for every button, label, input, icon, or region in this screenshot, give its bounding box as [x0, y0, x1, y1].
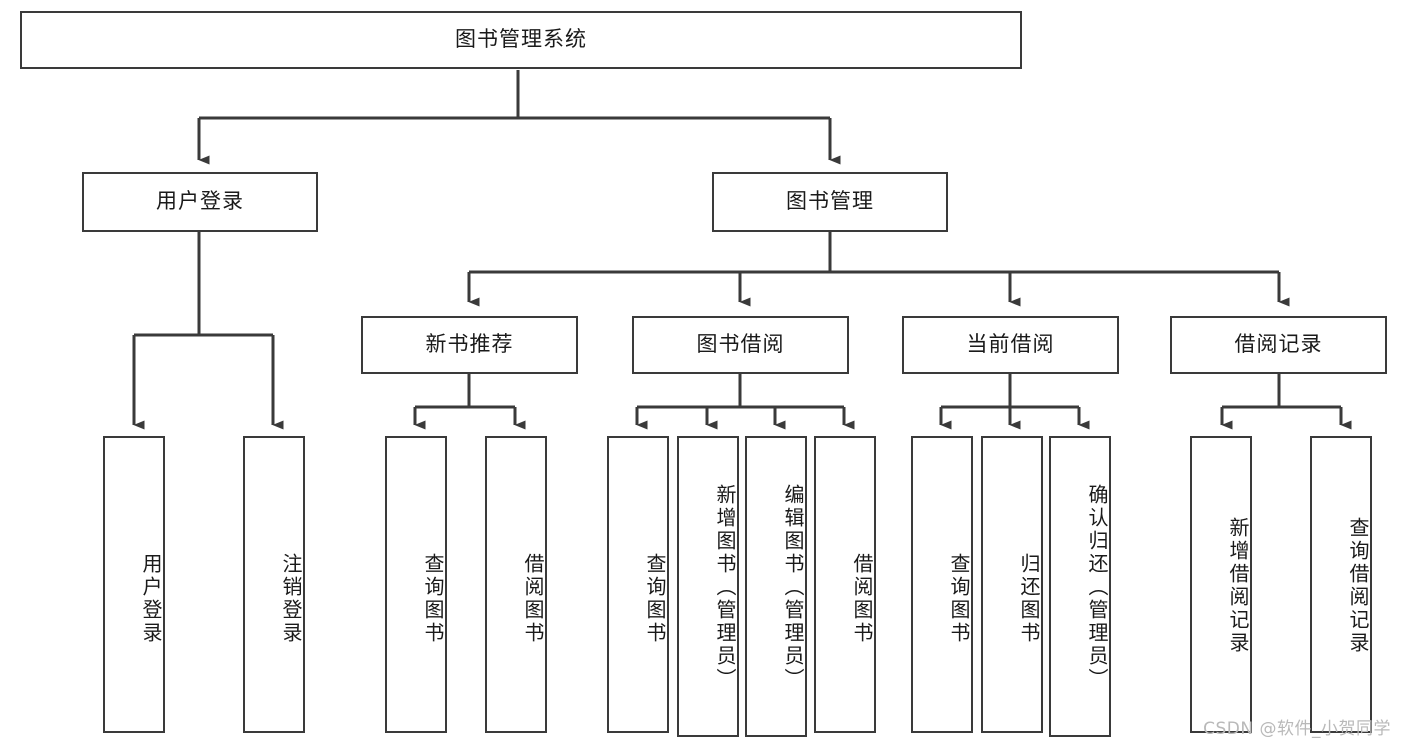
leaf-current-borrow-query[interactable]: 查询图书	[911, 436, 973, 733]
leaf-book-borrow-add[interactable]: 新增图书（管理员）	[677, 436, 739, 737]
csdn-watermark: CSDN @软件_小贺同学	[1203, 719, 1391, 739]
node-user-login[interactable]: 用户登录	[82, 172, 318, 232]
node-current-borrow[interactable]: 当前借阅	[902, 316, 1119, 374]
node-book-borrow[interactable]: 图书借阅	[632, 316, 849, 374]
leaf-current-borrow-return[interactable]: 归还图书	[981, 436, 1043, 733]
leaf-borrow-record-query[interactable]: 查询借阅记录	[1310, 436, 1372, 733]
node-borrow-record[interactable]: 借阅记录	[1170, 316, 1387, 374]
leaf-book-borrow-borrow[interactable]: 借阅图书	[814, 436, 876, 733]
node-book-management[interactable]: 图书管理	[712, 172, 948, 232]
leaf-book-borrow-query[interactable]: 查询图书	[607, 436, 669, 733]
leaf-new-book-query[interactable]: 查询图书	[385, 436, 447, 733]
node-root-system[interactable]: 图书管理系统	[20, 11, 1022, 69]
leaf-current-borrow-confirm-return[interactable]: 确认归还（管理员）	[1049, 436, 1111, 737]
leaf-new-book-borrow[interactable]: 借阅图书	[485, 436, 547, 733]
leaf-book-borrow-edit[interactable]: 编辑图书（管理员）	[745, 436, 807, 737]
leaf-borrow-record-add[interactable]: 新增借阅记录	[1190, 436, 1252, 733]
node-new-book-recommend[interactable]: 新书推荐	[361, 316, 578, 374]
leaf-user-login-logout[interactable]: 注销登录	[243, 436, 305, 733]
leaf-user-login-login[interactable]: 用户登录	[103, 436, 165, 733]
